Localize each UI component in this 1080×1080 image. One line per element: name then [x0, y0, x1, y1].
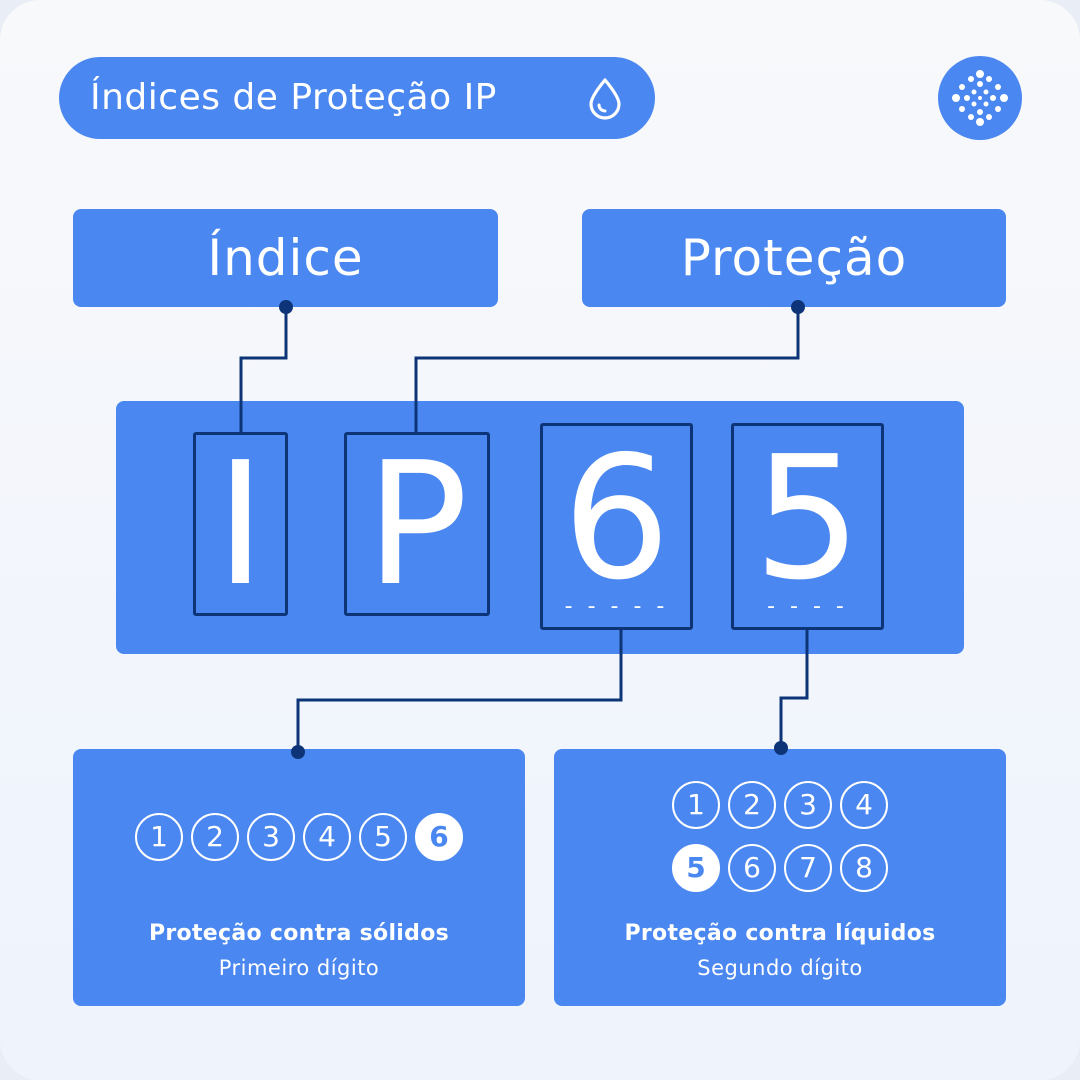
digit-second: 5 [753, 420, 862, 618]
indice-label-box: Índice [73, 209, 498, 307]
page-title: Índices de Proteção IP [90, 77, 497, 118]
digit-second-placeholder: - - - - [767, 594, 848, 619]
solids-title: Proteção contra sólidos [148, 921, 450, 946]
letter-i: I [215, 426, 266, 624]
connector-dot-solids [291, 745, 305, 759]
solids-option-2: 2 [191, 813, 239, 861]
liquids-title: Proteção contra líquidos [624, 921, 936, 946]
liquids-option-7: 7 [784, 844, 832, 892]
solids-option-1: 1 [135, 813, 183, 861]
solids-option-4: 4 [303, 813, 351, 861]
liquids-subtitle: Segundo dígito [697, 956, 863, 980]
connector-solids [296, 630, 623, 752]
brand-logo [938, 56, 1022, 140]
liquids-option-6: 6 [728, 844, 776, 892]
connector-indice [239, 307, 288, 434]
indice-label: Índice [207, 229, 364, 287]
solids-option-5: 5 [359, 813, 407, 861]
liquids-option-4: 4 [840, 781, 888, 829]
liquids-option-5: 5 [672, 844, 720, 892]
digit-first-box: 6 - - - - - [540, 423, 693, 630]
connector-liquids [779, 630, 809, 752]
dotted-sphere-icon [952, 70, 1008, 126]
solids-option-6: 6 [415, 813, 463, 861]
protecao-label-box: Proteção [582, 209, 1006, 307]
liquids-option-2: 2 [728, 781, 776, 829]
connector-dot-protecao [791, 300, 805, 314]
connector-protecao [414, 307, 800, 434]
liquids-option-1: 1 [672, 781, 720, 829]
digit-first: 6 [562, 420, 671, 618]
connector-dot-liquids [774, 741, 788, 755]
connector-dot-indice [279, 300, 293, 314]
title-pill: Índices de Proteção IP [59, 57, 655, 139]
liquids-option-3: 3 [784, 781, 832, 829]
protecao-label: Proteção [680, 229, 908, 287]
digit-second-box: 5 - - - - [731, 423, 884, 630]
solids-subtitle: Primeiro dígito [218, 956, 380, 980]
letter-p: P [365, 426, 469, 624]
digit-first-placeholder: - - - - - [564, 594, 669, 619]
liquids-option-8: 8 [840, 844, 888, 892]
solids-option-3: 3 [247, 813, 295, 861]
water-drop-icon [589, 78, 621, 120]
